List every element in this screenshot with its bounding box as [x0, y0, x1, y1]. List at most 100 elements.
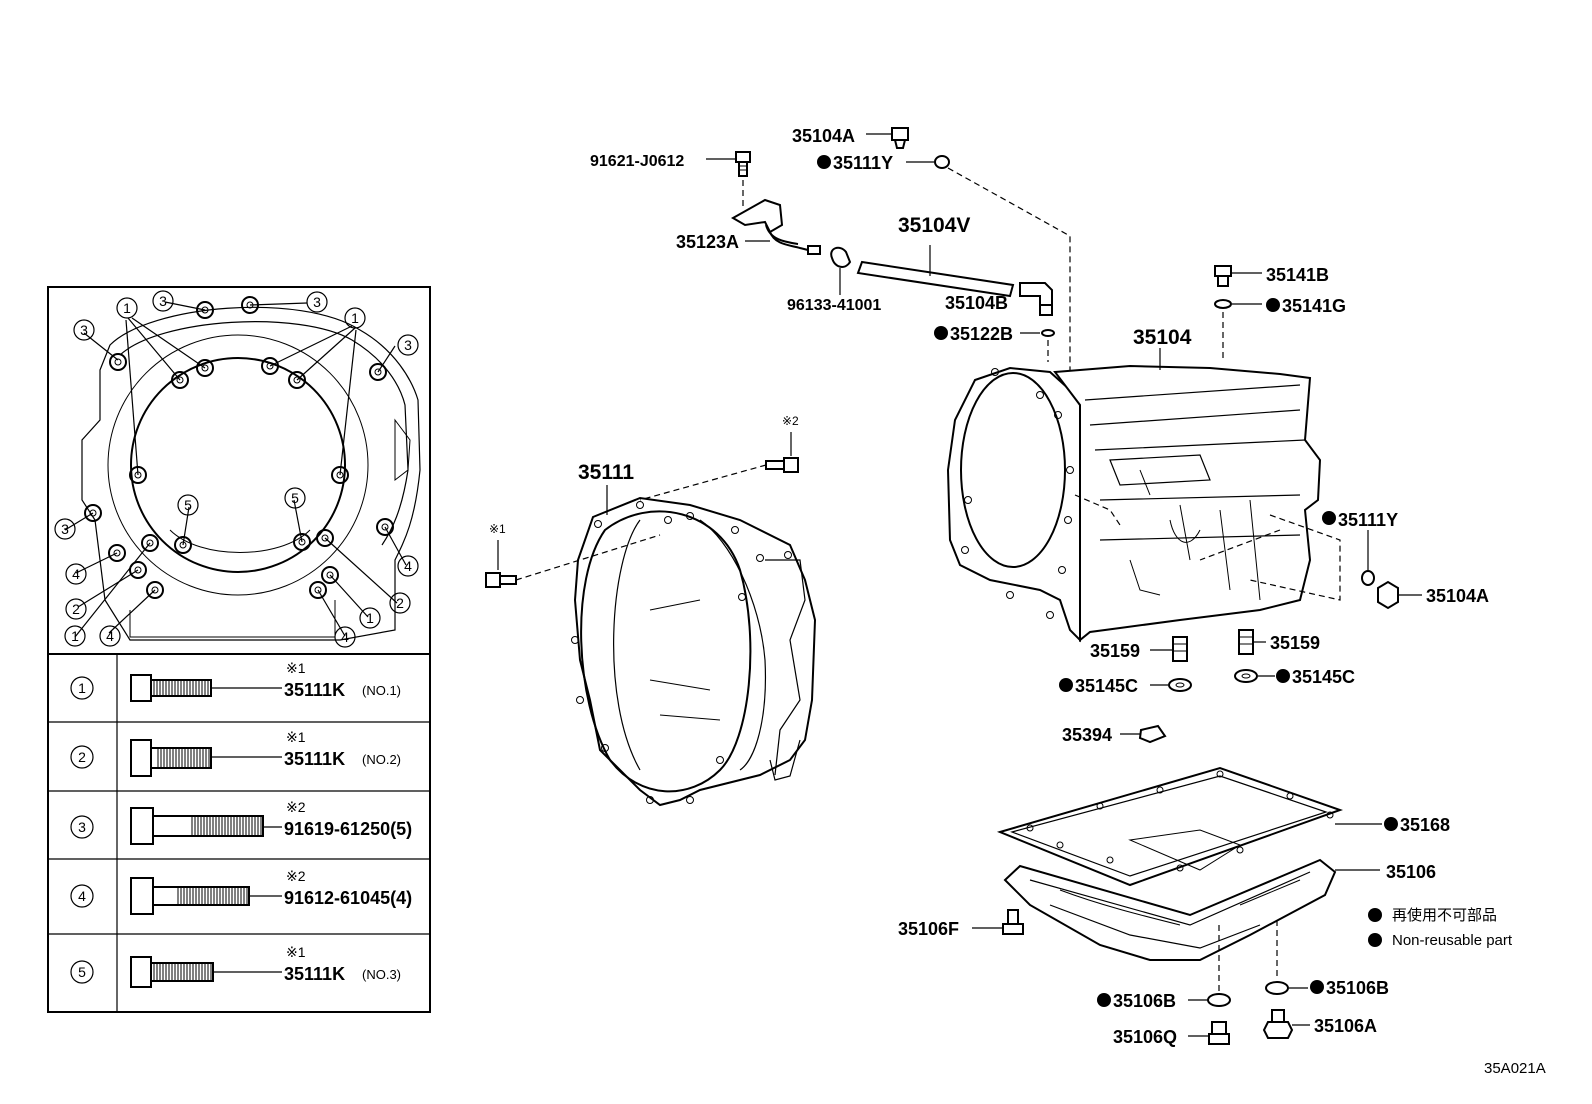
- svg-text:2: 2: [72, 601, 80, 617]
- inset-callout-3: 3: [73, 319, 95, 341]
- inset-callout-3: 3: [152, 290, 174, 312]
- svg-text:3: 3: [61, 521, 69, 537]
- plug-35141b: [1214, 265, 1232, 287]
- label-35104v[interactable]: 35104V: [898, 214, 970, 237]
- label-35141b[interactable]: 35141B: [1266, 265, 1329, 285]
- inset-callout-4: 4: [334, 626, 356, 648]
- bolt-mark2: [765, 457, 799, 473]
- bolt-mark1: [485, 572, 517, 588]
- pan-gasket-35168: [996, 766, 1343, 887]
- label-35145c-left[interactable]: 35145C: [1075, 676, 1138, 696]
- gasket-35106b-right: [1265, 981, 1289, 995]
- label-35106[interactable]: 35106: [1386, 862, 1436, 882]
- inset-callout-4: 4: [99, 625, 121, 647]
- bolt-hole: [293, 533, 311, 551]
- bolt-hole: [174, 536, 192, 554]
- row-number: 5: [78, 964, 86, 980]
- nonreusable-dot: [1276, 669, 1290, 683]
- inset-callout-1: 1: [359, 607, 381, 629]
- nonreusable-dot: [934, 326, 948, 340]
- svg-text:4: 4: [341, 629, 349, 645]
- label-35106b-left[interactable]: 35106B: [1113, 991, 1176, 1011]
- svg-text:4: 4: [404, 558, 412, 574]
- bolt-hole: [108, 544, 126, 562]
- oring-35111y-right: [1361, 570, 1375, 586]
- bolt-hole: [171, 371, 189, 389]
- label-35106b-right[interactable]: 35106B: [1326, 978, 1389, 998]
- row-mark: ※2: [286, 799, 306, 815]
- label-35111[interactable]: 35111: [578, 461, 634, 484]
- label-35104a-right[interactable]: 35104A: [1426, 586, 1489, 606]
- label-35104a-top[interactable]: 35104A: [792, 126, 855, 146]
- mark1-label: ※1: [489, 522, 506, 536]
- label-35111y-top[interactable]: 35111Y: [833, 153, 893, 173]
- bolt-hole: [196, 359, 214, 377]
- row-note: (NO.2): [362, 752, 401, 767]
- label-35394[interactable]: 35394: [1062, 725, 1112, 745]
- tube-35104v: [856, 245, 1015, 298]
- svg-text:3: 3: [159, 293, 167, 309]
- row-note: (NO.3): [362, 967, 401, 982]
- bolt-91621-j0612: [735, 151, 751, 177]
- mark2-label: ※2: [782, 414, 799, 428]
- row-mark: ※1: [286, 660, 306, 676]
- legend-dot: [1368, 933, 1382, 947]
- label-35123a[interactable]: 35123A: [676, 232, 739, 252]
- svg-text:5: 5: [184, 497, 192, 513]
- bolt-hole: [141, 534, 159, 552]
- row-part-number: 91619-61250(5): [284, 819, 412, 839]
- bolt-holes: [84, 296, 394, 599]
- label-35106a[interactable]: 35106A: [1314, 1016, 1377, 1036]
- row-part-number: 35111K: [284, 680, 345, 700]
- legend-en: Non-reusable part: [1392, 932, 1513, 949]
- bolt-hole: [369, 363, 387, 381]
- nonreusable-dot: [1097, 993, 1111, 1007]
- gasket-35106b-left: [1207, 993, 1231, 1007]
- row-number: 4: [78, 888, 86, 904]
- oring-35122b: [1041, 329, 1055, 337]
- svg-text:1: 1: [366, 610, 374, 626]
- inset-callout-2: 2: [389, 592, 411, 614]
- plug-35106a: [1262, 1009, 1294, 1039]
- legend-jp: 再使用不可部品: [1392, 907, 1497, 924]
- label-35159-left[interactable]: 35159: [1090, 641, 1140, 661]
- label-35145c-right[interactable]: 35145C: [1292, 667, 1355, 687]
- label-35104b[interactable]: 35104B: [945, 293, 1008, 313]
- nonreusable-dot: [1322, 511, 1336, 525]
- label-35159-right[interactable]: 35159: [1270, 633, 1320, 653]
- oil-pan-assembly: 35168 35106 35106F 35106B 35106Q: [898, 766, 1450, 1047]
- pipe-35123a: [730, 198, 821, 255]
- inset-frame: [47, 286, 431, 1013]
- bolt-hole: [376, 518, 394, 536]
- strainer-35159-right: [1238, 629, 1254, 655]
- gasket-35145c-left: [1168, 678, 1192, 692]
- row-part-number: 35111K: [284, 749, 345, 769]
- label-35106f[interactable]: 35106F: [898, 919, 959, 939]
- bolt-hole: [321, 566, 339, 584]
- plug-35106q: [1208, 1021, 1230, 1045]
- bolt-hole: [109, 353, 127, 371]
- bolt-35106f: [1002, 909, 1024, 935]
- svg-text:1: 1: [123, 300, 131, 316]
- label-91621-j0612[interactable]: 91621-J0612: [590, 153, 684, 170]
- label-35104[interactable]: 35104: [1133, 326, 1192, 349]
- converter-housing-35111: 35111 ※1 ※2: [485, 414, 817, 807]
- label-35122b[interactable]: 35122B: [950, 324, 1013, 344]
- bolt-hole: [309, 581, 327, 599]
- nonreusable-dot: [1310, 980, 1324, 994]
- row-part-number: 35111K: [284, 964, 345, 984]
- plug-35104a-top: [891, 127, 909, 149]
- label-35168[interactable]: 35168: [1400, 815, 1450, 835]
- label-35111y-right[interactable]: 35111Y: [1338, 510, 1398, 530]
- bolt-hole: [331, 466, 349, 484]
- label-96133-41001[interactable]: 96133-41001: [787, 297, 881, 314]
- label-35141g[interactable]: 35141G: [1282, 296, 1346, 316]
- gasket-35145c-right: [1234, 669, 1258, 683]
- label-35106q[interactable]: 35106Q: [1113, 1027, 1177, 1047]
